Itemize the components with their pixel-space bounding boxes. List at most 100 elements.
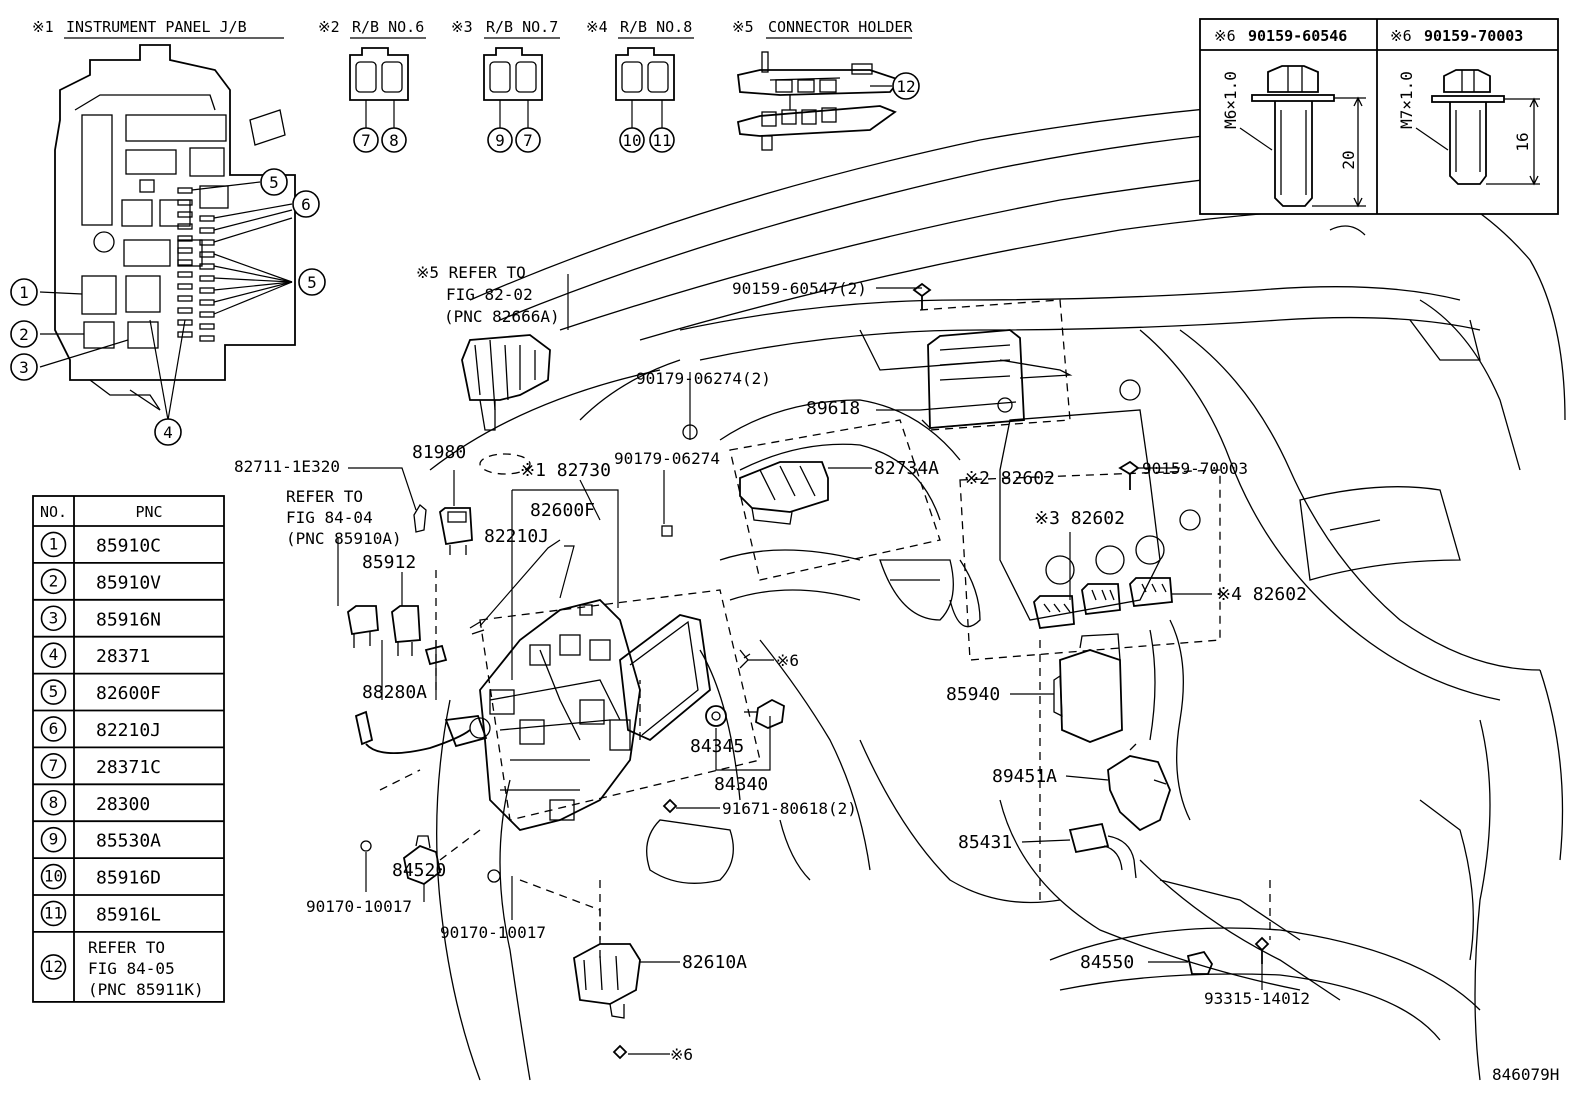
pnc-row-circle	[40, 679, 67, 705]
callout-82610a: 82610A	[682, 952, 747, 973]
pnc-row-no: 11	[44, 903, 63, 922]
diagram-id: 846079H	[1492, 1065, 1559, 1084]
pnc-row-no: 12	[44, 957, 63, 976]
callout-90159-60547: 90159-60547(2)	[732, 279, 867, 298]
pnc-row-circle	[40, 900, 67, 927]
pnc-row-value: 28371	[96, 646, 150, 667]
connector-holder-circle: 12	[896, 77, 915, 96]
callout-refer-8404-line2: FIG 84-04	[286, 508, 373, 527]
pnc-row-circle	[40, 954, 67, 980]
bolt-left-length: 20	[1339, 150, 1358, 169]
pnc-row-ref-line: (PNC 85911K)	[88, 980, 204, 999]
inset1-mark: ※1	[32, 18, 54, 36]
pnc-row-no: 2	[49, 571, 59, 590]
pnc-row-no: 6	[49, 719, 59, 738]
pnc-row-no: 4	[49, 645, 59, 664]
inset2-title: R/B NO.6	[352, 18, 424, 36]
inset-connector-holder: ※5 CONNECTOR HOLDER 12	[732, 18, 920, 151]
pnc-row-circle	[40, 716, 67, 742]
callout-82600f: 82600F	[530, 500, 595, 521]
dashboard-outline	[429, 99, 1566, 1081]
pnc-header-no: NO.	[40, 503, 67, 521]
pnc-row-value: 82210J	[96, 720, 161, 741]
pnc-row-circle	[40, 863, 67, 890]
pnc-row-circle	[40, 789, 67, 816]
inset5-mark: ※5	[732, 18, 754, 36]
pnc-row-no: 9	[49, 830, 59, 849]
pnc-row-circle	[40, 642, 67, 668]
bolt-left-part: 90159-60546	[1248, 27, 1347, 45]
callout-81980: 81980	[412, 442, 466, 463]
callout-bolt-6a: ※6	[776, 651, 799, 670]
pnc-row-value: 28300	[96, 794, 150, 815]
rb7-circle-a: 9	[495, 131, 505, 150]
pnc-row-circle	[40, 753, 67, 779]
pnc-row-value: 82600F	[96, 683, 161, 704]
pnc-header-pnc: PNC	[135, 503, 162, 521]
pnc-row-value: 28371C	[96, 757, 161, 778]
callout-refer-8404-line3: (PNC 85910A)	[286, 529, 402, 548]
bolt-right-mark: ※6	[1390, 27, 1412, 45]
jb-circle-2: 2	[19, 325, 29, 344]
callout-90179-06274: 90179-06274	[614, 449, 720, 468]
pnc-row-no: 5	[49, 682, 59, 701]
inset3-mark: ※3	[451, 18, 473, 36]
callout-89618: 89618	[806, 398, 860, 419]
inset-rb-no7: ※3 R/B NO.7 9 7	[451, 18, 560, 153]
assembly-dashed-outlines	[379, 299, 1271, 960]
inset-rb-no6: ※2 R/B NO.6 7 8	[318, 18, 426, 153]
rb8-circle-a: 10	[622, 131, 641, 150]
pnc-row-value: 85916N	[96, 609, 161, 630]
callout-82602-r8: ※4 82602	[1216, 584, 1307, 605]
pnc-row-no: 10	[44, 867, 63, 886]
pnc-row-no: 8	[49, 793, 59, 812]
bolt-right-part: 90159-70003	[1424, 27, 1523, 45]
inset2-mark: ※2	[318, 18, 340, 36]
jb-circle-5a: 5	[269, 173, 279, 192]
jb-circle-5b: 5	[307, 273, 317, 292]
inset4-title: R/B NO.8	[620, 18, 692, 36]
pnc-row-circle	[40, 826, 67, 853]
bolt-right-thread: M7×1.0	[1397, 71, 1416, 129]
callout-84520: 84520	[392, 860, 446, 881]
rb7-circle-b: 7	[523, 131, 533, 150]
callout-refer-8202-line3: (PNC 82666A)	[444, 307, 560, 326]
callout-85431: 85431	[958, 832, 1012, 853]
callout-82602-r6: ※2 82602	[964, 468, 1055, 489]
pnc-row-no: 7	[49, 756, 59, 775]
inset-instrument-panel-jb: ※1 INSTRUMENT PANEL J/B	[10, 18, 326, 446]
callout-84340: 84340	[714, 774, 768, 795]
callout-85940: 85940	[946, 684, 1000, 705]
rb6-circle-a: 7	[361, 131, 371, 150]
pnc-row-no: 1	[49, 534, 59, 553]
pnc-row-value: 85916L	[96, 904, 161, 925]
pnc-row-ref-line: FIG 84-05	[88, 959, 175, 978]
rb6-circle-b: 8	[389, 131, 399, 150]
pnc-row-circle	[40, 531, 67, 558]
jb-circle-6: 6	[301, 195, 311, 214]
callout-82734a: 82734A	[874, 458, 939, 479]
jb-circle-3: 3	[19, 358, 29, 377]
callout-90170-10017-a: 90170-10017	[306, 897, 412, 916]
pnc-row-circle	[40, 605, 67, 632]
pnc-row-circle	[40, 568, 67, 595]
bolt-left-thread: M6×1.0	[1221, 71, 1240, 129]
pnc-row-ref-line: REFER TO	[88, 938, 165, 957]
callout-82711-1e320: 82711-1E320	[234, 457, 340, 476]
pnc-row-value: 85910V	[96, 572, 161, 593]
bolt-left-mark: ※6	[1214, 27, 1236, 45]
rb8-circle-b: 11	[652, 131, 671, 150]
callout-82602-r7: ※3 82602	[1034, 508, 1125, 529]
callout-84345: 84345	[690, 736, 744, 757]
callout-82730: ※1 82730	[520, 460, 611, 481]
inset4-mark: ※4	[586, 18, 608, 36]
callout-bolt-6b: ※6	[670, 1045, 693, 1064]
callout-90159-70003: 90159-70003	[1142, 459, 1248, 478]
inset1-title: INSTRUMENT PANEL J/B	[66, 18, 247, 36]
inset-rb-no8: ※4 R/B NO.8 10 11	[586, 18, 694, 153]
callout-88280a: 88280A	[362, 682, 427, 703]
parts-drawings	[347, 282, 1270, 1060]
bolt-right-length: 16	[1513, 132, 1532, 151]
